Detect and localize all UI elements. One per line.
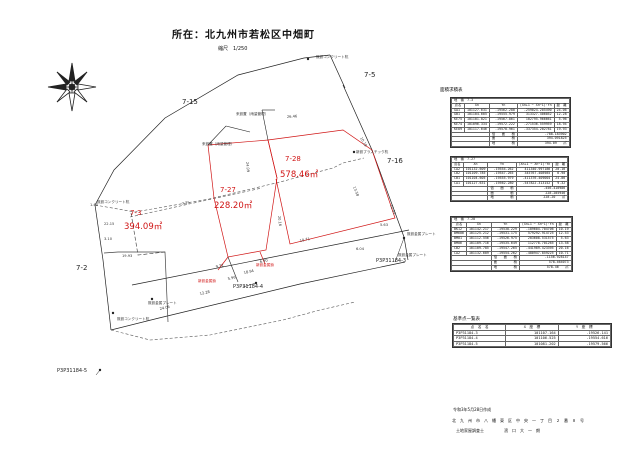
blank-cell bbox=[451, 141, 490, 147]
boundary-bottom bbox=[110, 261, 406, 331]
creation-date: 令和3年5月28日作成 bbox=[453, 407, 492, 412]
lot-label: 7-16 bbox=[387, 157, 403, 165]
lot-area: 578.46㎡ bbox=[280, 170, 319, 180]
dim-label: 18.94 bbox=[243, 269, 255, 275]
annotation: 既設コンクリート杭 bbox=[117, 317, 150, 321]
dim-label: 1.45 bbox=[90, 203, 98, 207]
summary-value: 228.20 ㎡ bbox=[515, 195, 569, 202]
dim-label: 19.93 bbox=[122, 254, 132, 258]
dim-label: 7.75 bbox=[181, 201, 190, 206]
dim-label: 3.10 bbox=[104, 237, 113, 241]
annotation: 既設コンクリート杭 bbox=[316, 55, 349, 59]
dim-label: 12.28 bbox=[199, 290, 211, 296]
page-title: 所在：北九州市若松区中畑町 bbox=[172, 30, 315, 41]
summary-label: 地 積 bbox=[490, 264, 520, 271]
blank-cell bbox=[450, 195, 489, 202]
lot-label: 7-2 bbox=[76, 264, 88, 272]
parcel-7-28-outline bbox=[267, 129, 396, 245]
annotation: 新設金属鋲 bbox=[256, 263, 274, 267]
annotation: 既設金属プレート bbox=[148, 301, 177, 305]
dim-label: 9.32 bbox=[215, 263, 224, 269]
dim-label: 20.16 bbox=[277, 216, 282, 227]
lot-area: 228.20㎡ bbox=[214, 201, 253, 211]
annotation: 既設金属プレート bbox=[407, 232, 436, 236]
bp-table-title: 基準点一覧表 bbox=[453, 317, 480, 322]
dim-label: 24.09 bbox=[245, 162, 250, 173]
lot-label: 7-28 bbox=[285, 155, 301, 163]
table-cell: 101132.609 bbox=[465, 250, 492, 257]
dim-label: 5.96 bbox=[227, 275, 236, 281]
dim-label: 10.71 bbox=[299, 237, 310, 243]
dim-label: 22.15 bbox=[104, 222, 114, 226]
table-cell: 101117.646 bbox=[463, 126, 490, 133]
annotation: 来設置（雨量管理） bbox=[202, 142, 235, 146]
benchmark-label: P3P31184-5 bbox=[57, 368, 88, 374]
lot-label: 7-27 bbox=[220, 186, 236, 194]
dim-label: 24.06 bbox=[159, 305, 171, 311]
north-arrow-icon bbox=[47, 62, 97, 112]
benchmark-label: P3P31184-4 bbox=[233, 284, 264, 290]
lot-area: 394.09㎡ bbox=[124, 222, 163, 232]
annotation: 新設金属鋲 bbox=[198, 279, 216, 283]
column-header: Y 座 標 bbox=[557, 324, 612, 331]
surveyor-name: 土地家屋調査士 濱 口 大 一 朗 bbox=[456, 428, 540, 433]
dim-label: 26.46 bbox=[287, 114, 298, 119]
table-header-row: 点 名 名 X 座 標 Y 座 標 bbox=[452, 324, 612, 331]
lot-label: 7-5 bbox=[364, 71, 376, 79]
surveyor-address: 北 九 州 市 八 幡 東 区 中 央 一 丁 目 ２ 番 ８ 号 bbox=[452, 418, 584, 423]
annotation: 新設プラスチック杭 bbox=[356, 150, 389, 154]
dim-label: 12.53 bbox=[389, 204, 396, 215]
summary-label: 地 積 bbox=[488, 141, 518, 147]
annotation: 既設金属プレート bbox=[398, 253, 427, 257]
summary-value: 578.46 ㎡ bbox=[518, 264, 572, 271]
dim-label: 5.63 bbox=[380, 223, 388, 227]
boundary-left bbox=[94, 204, 112, 331]
dim-label: 10.19 bbox=[359, 137, 368, 149]
annotation: 来設置（雨量管理） bbox=[236, 112, 269, 116]
annotation: 既設コンクリート杭 bbox=[97, 200, 130, 204]
scale-label: 縮尺 1/250 bbox=[218, 46, 248, 52]
area-table-title: 面積求積表 bbox=[440, 88, 463, 93]
table-cell: 101127.631 bbox=[462, 181, 489, 187]
dim-label: 13.58 bbox=[352, 186, 360, 198]
blank-cell bbox=[451, 264, 492, 271]
dim-label: 6.04 bbox=[356, 247, 365, 251]
lot-label: 7-3 bbox=[130, 209, 142, 217]
dim-label: 6.90 bbox=[259, 258, 268, 264]
benchmark-label: P3P31184-3 bbox=[376, 258, 407, 264]
boundary-right bbox=[342, 84, 409, 261]
boundary-top bbox=[94, 54, 331, 206]
lot-label: 7-15 bbox=[182, 98, 198, 106]
summary-label: 地 積 bbox=[487, 195, 517, 202]
summary-value: 394.09 ㎡ bbox=[516, 141, 570, 147]
